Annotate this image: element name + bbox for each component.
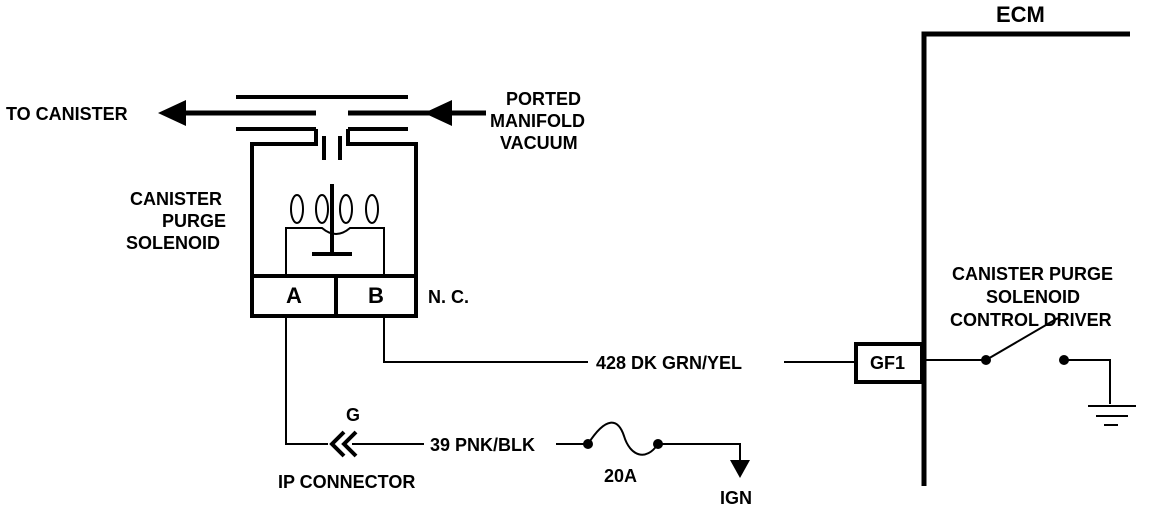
ecm-label: ECM [996, 2, 1045, 27]
ecm-boundary [921, 31, 1130, 486]
wire-39 [285, 316, 741, 460]
to-canister-arrow-icon [158, 100, 186, 126]
control-driver-label-1: CANISTER PURGE [952, 264, 1113, 284]
normally-closed-label: N. C. [428, 287, 469, 307]
ip-connector-icon [329, 430, 358, 458]
gf1-connector-label: GF1 [870, 353, 905, 373]
canister-purge-solenoid [250, 129, 418, 318]
vacuum-lines [182, 95, 486, 131]
ip-connector-pin-label: G [346, 405, 360, 425]
ip-connector-label: IP CONNECTOR [278, 472, 415, 492]
canister-purge-solenoid-label-2: PURGE [162, 211, 226, 231]
ported-manifold-vacuum-label-1: PORTED [506, 89, 581, 109]
vacuum-inlet-arrow-icon [424, 100, 452, 126]
ignition-label: IGN [720, 488, 752, 508]
wire-428 [383, 316, 856, 363]
terminal-a-label: A [286, 283, 302, 308]
to-canister-label: TO CANISTER [6, 104, 128, 124]
ported-manifold-vacuum-label-2: MANIFOLD [490, 111, 585, 131]
ground-icon [1088, 405, 1136, 426]
terminal-b-label: B [368, 283, 384, 308]
fuse-icon [583, 421, 663, 456]
ported-manifold-vacuum-label-3: VACUUM [500, 133, 578, 153]
fuse-rating-label: 20A [604, 466, 637, 486]
ignition-arrow-icon [730, 460, 750, 478]
canister-purge-solenoid-label-1: CANISTER [130, 189, 222, 209]
control-driver-label-3: CONTROL DRIVER [950, 310, 1112, 330]
control-driver-switch [922, 317, 1111, 404]
canister-purge-solenoid-label-3: SOLENOID [126, 233, 220, 253]
wire-39-label: 39 PNK/BLK [430, 435, 535, 455]
wire-428-label: 428 DK GRN/YEL [596, 353, 742, 373]
solenoid-coil-icon [285, 184, 385, 274]
control-driver-label-2: SOLENOID [986, 287, 1080, 307]
gf1-connector [854, 342, 924, 384]
